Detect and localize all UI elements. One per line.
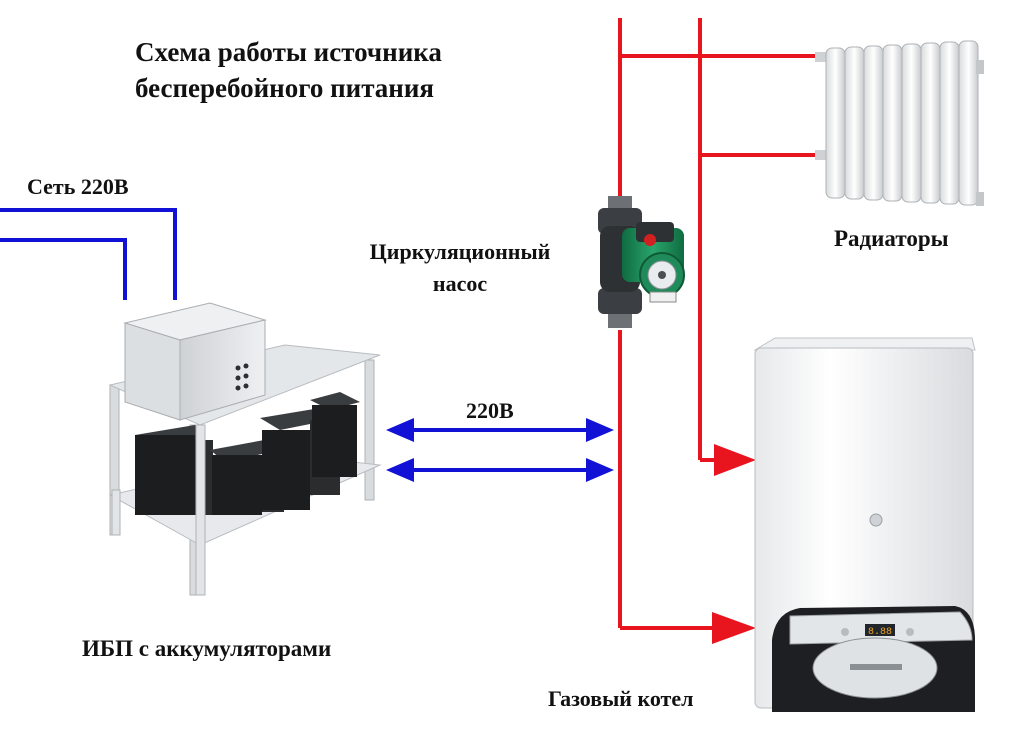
mains-power-lines [0, 208, 177, 300]
radiator-icon [815, 40, 984, 206]
boiler-label: Газовый котел [548, 686, 694, 711]
ups-unit-icon [108, 302, 382, 596]
pump-label: Циркуляционный насос [346, 236, 574, 300]
voltage-label: 220В [466, 398, 514, 423]
power-arrows [386, 418, 614, 482]
ups-label: ИБП с аккумуляторами [82, 636, 332, 661]
title-line-2: бесперебойного питания [135, 73, 435, 103]
title-line-1: Схема работы источника [135, 37, 442, 67]
diagram-title: Схема работы источника бесперебойного пи… [135, 34, 442, 106]
heating-pipes [618, 18, 822, 630]
boiler-display: 8.88 [868, 627, 892, 638]
pump-label-line-2: насос [432, 271, 488, 296]
gas-boiler-icon: 8.88 [753, 337, 976, 712]
circulation-pump-icon [598, 196, 685, 328]
pump-label-line-1: Циркуляционный [369, 239, 551, 264]
battery-icon [310, 392, 360, 477]
mains-label: Сеть 220В [27, 174, 129, 199]
pipe-arrows [712, 444, 756, 644]
radiators-label: Радиаторы [834, 226, 949, 251]
